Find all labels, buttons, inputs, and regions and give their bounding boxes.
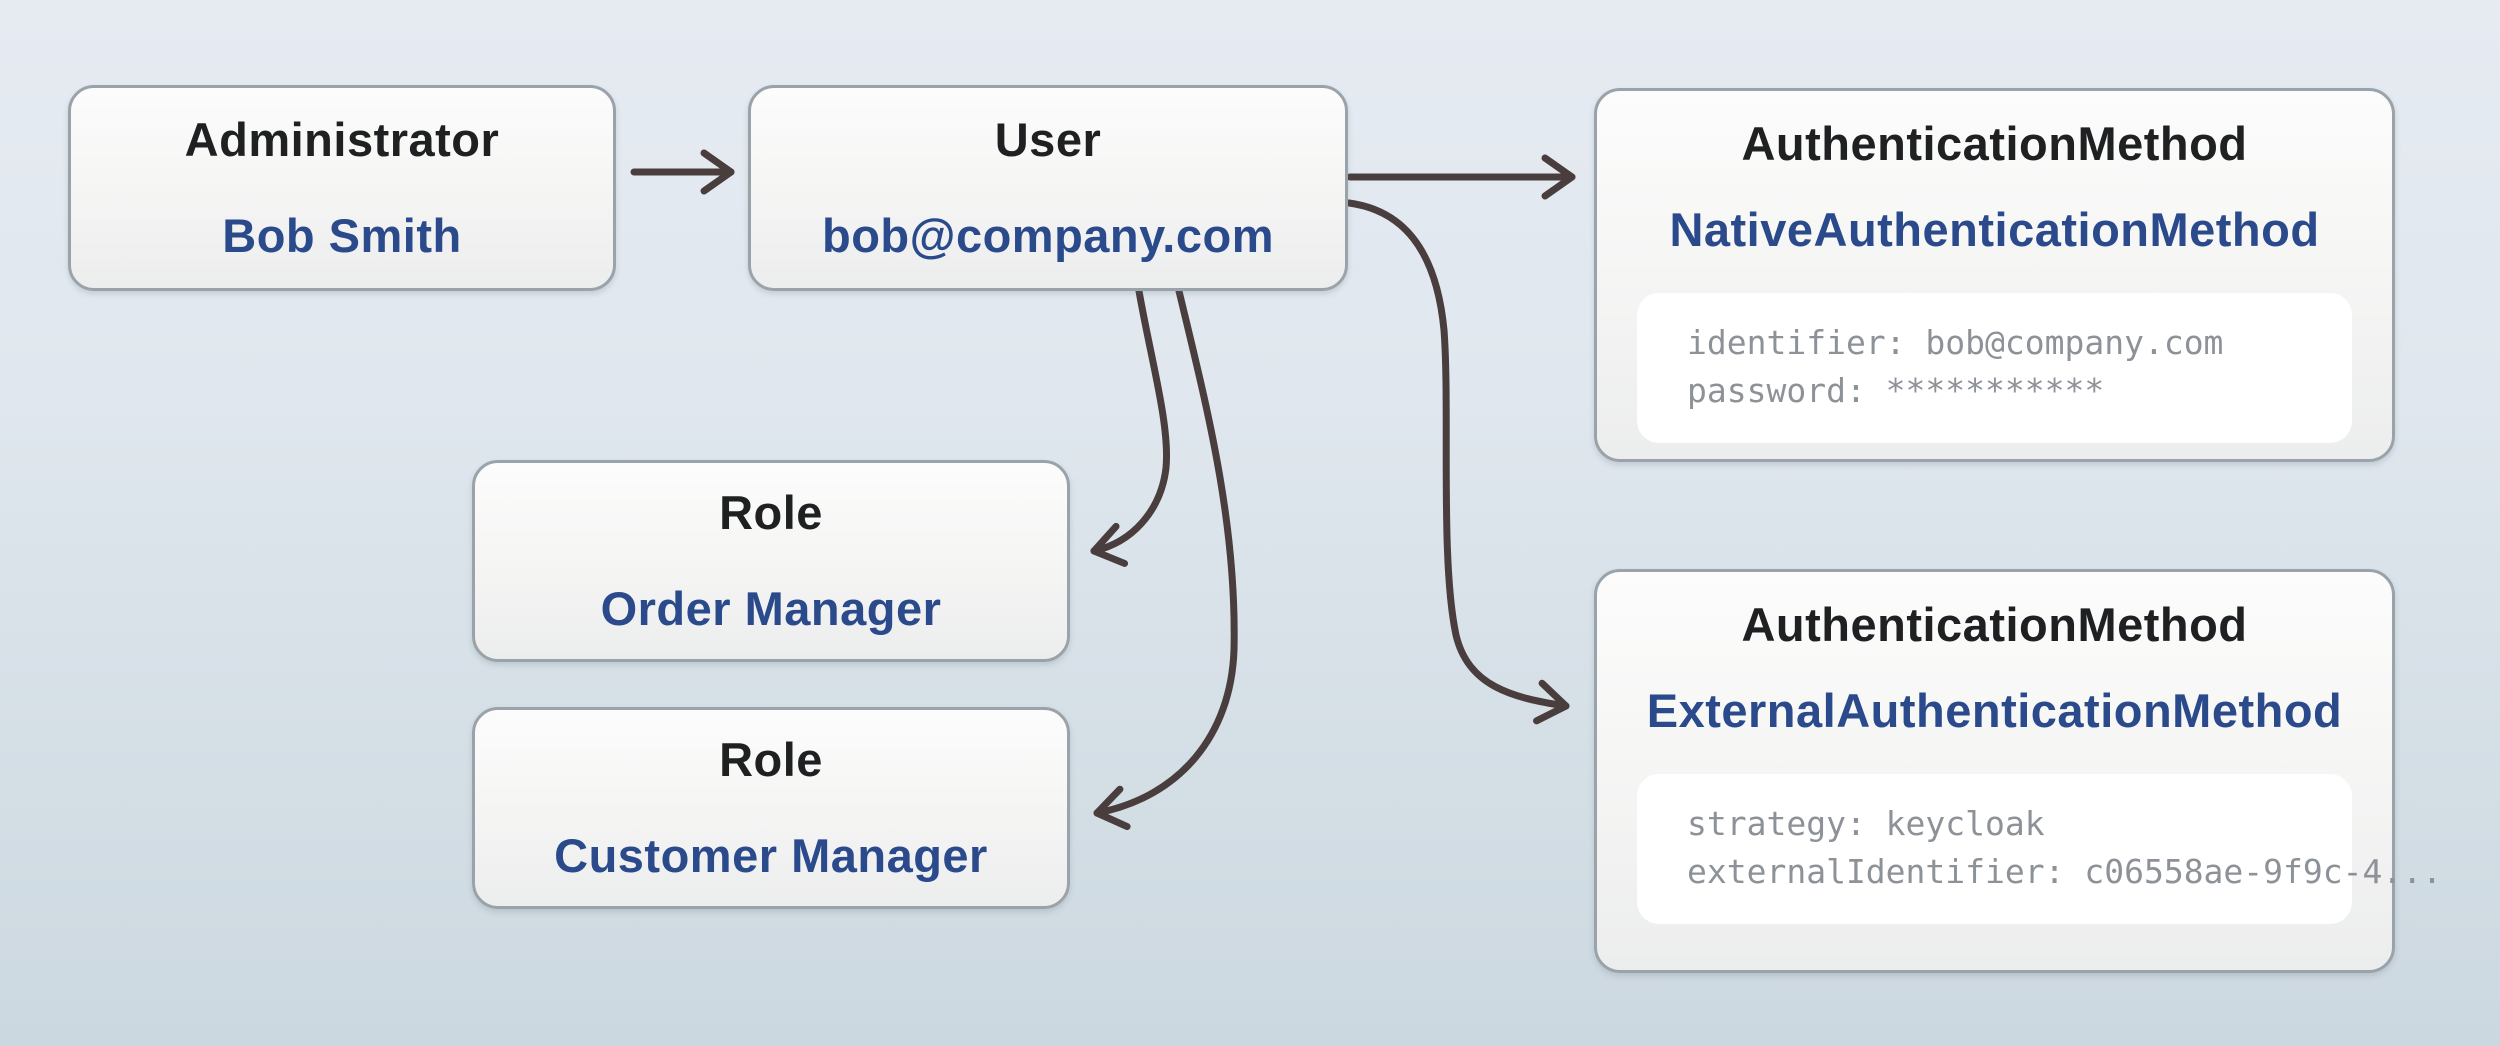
edge-user-to-role-order bbox=[1090, 287, 1171, 567]
node-administrator: Administrator Bob Smith bbox=[68, 85, 616, 291]
property-password: password: *********** bbox=[1687, 370, 2105, 410]
property-strategy: strategy: keycloak bbox=[1687, 804, 2045, 844]
node-type-label: AuthenticationMethod bbox=[1741, 117, 2248, 170]
node-type-label: User bbox=[994, 112, 1102, 166]
node-type-label: Role bbox=[719, 732, 823, 786]
edge-user-to-role-customer bbox=[1093, 287, 1238, 831]
node-name-label: bob@company.com bbox=[821, 209, 1274, 262]
node-name-label: NativeAuthenticationMethod bbox=[1669, 203, 2320, 257]
properties-panel: strategy: keycloak externalIdentifier: c… bbox=[1637, 774, 2442, 924]
property-external-identifier: externalIdentifier: c06558ae-9f9c-4... bbox=[1687, 851, 2442, 891]
node-role-customer-manager: Role Customer Manager bbox=[472, 707, 1070, 909]
node-external-authentication-method: AuthenticationMethod ExternalAuthenticat… bbox=[1594, 569, 2442, 973]
node-type-label: AuthenticationMethod bbox=[1741, 598, 2248, 651]
edge-user-to-external-auth bbox=[1345, 199, 1570, 725]
node-name-label: Customer Manager bbox=[554, 829, 988, 882]
properties-panel: identifier: bob@company.com password: **… bbox=[1637, 293, 2352, 443]
node-name-label: Bob Smith bbox=[222, 209, 462, 262]
node-name-label: ExternalAuthenticationMethod bbox=[1646, 684, 2343, 738]
node-native-authentication-method: AuthenticationMethod NativeAuthenticatio… bbox=[1594, 88, 2395, 462]
node-user: User bob@company.com bbox=[748, 85, 1348, 291]
node-type-label: Administrator bbox=[184, 112, 500, 166]
node-role-order-manager: Role Order Manager bbox=[472, 460, 1070, 662]
node-type-label: Role bbox=[719, 485, 823, 539]
node-name-label: Order Manager bbox=[600, 582, 942, 635]
property-identifier: identifier: bob@company.com bbox=[1687, 323, 2224, 363]
